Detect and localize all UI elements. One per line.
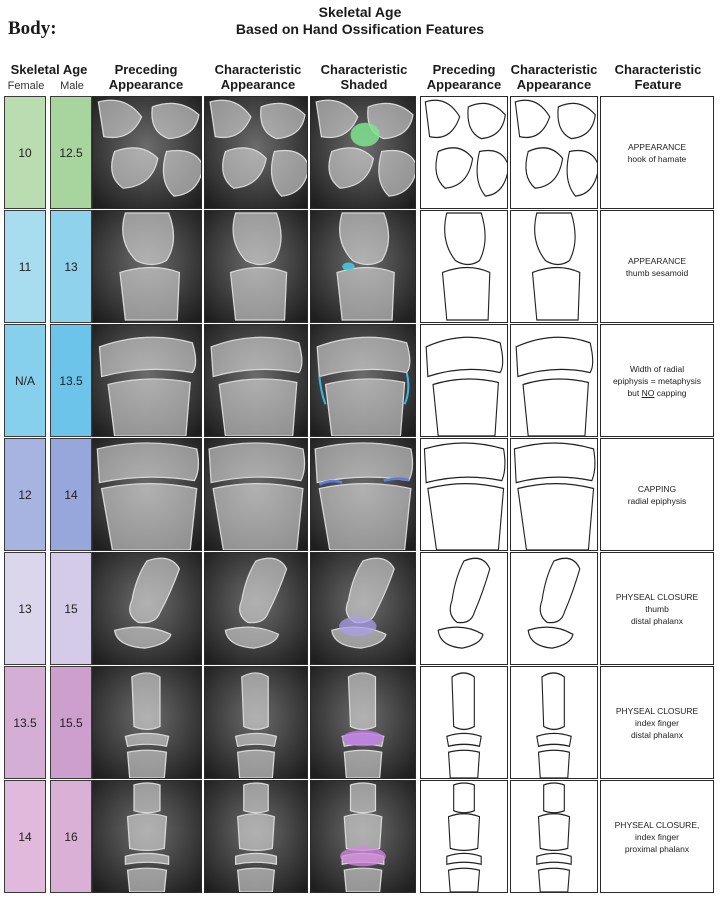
body-label: Body: — [8, 18, 57, 39]
xray-shaded-image — [310, 96, 416, 209]
feature-line-1: Width of radial — [629, 363, 685, 374]
drawing-preceding-image — [420, 666, 508, 779]
xray-shaded-image — [310, 210, 416, 323]
xray-shaded-image — [310, 438, 416, 551]
feature-line-2: radial epiphysis — [627, 495, 687, 506]
xray-characteristic-image — [204, 666, 308, 779]
drawing-characteristic-image — [510, 96, 598, 209]
xray-preceding-image — [92, 666, 202, 779]
feature-line-2: epiphysis = metaphysis — [612, 375, 702, 386]
female-age: 11 — [4, 210, 46, 323]
xray-characteristic-image — [204, 780, 308, 893]
drawing-characteristic-image — [510, 780, 598, 893]
drawing-characteristic-image — [510, 324, 598, 437]
xray-characteristic-image — [204, 210, 308, 323]
feature-line-2: thumb — [645, 603, 669, 614]
female-age: N/A — [4, 324, 46, 437]
feature-line-1: APPEARANCE — [627, 141, 687, 152]
male-age: 15 — [50, 552, 92, 665]
female-age: 13 — [4, 552, 46, 665]
drawing-preceding-image — [420, 438, 508, 551]
xray-preceding-image — [92, 438, 202, 551]
xray-characteristic-image — [204, 96, 308, 209]
female-age: 14 — [4, 780, 46, 893]
female-age: 13.5 — [4, 666, 46, 779]
drawing-preceding-image — [420, 96, 508, 209]
male-age: 16 — [50, 780, 92, 893]
drawing-characteristic-image — [510, 552, 598, 665]
drawing-characteristic-image — [510, 210, 598, 323]
feature-line-2: index finger — [635, 717, 679, 728]
female-header: Female — [7, 80, 45, 92]
xray-preceding-image — [92, 324, 202, 437]
drawing-preceding-image — [420, 780, 508, 893]
xray-preceding-image — [92, 96, 202, 209]
feature-line-1: PHYSEAL CLOSURE — [615, 591, 699, 602]
drawing-preceding-image — [420, 210, 508, 323]
feature-line-1: PHYSEAL CLOSURE — [615, 705, 699, 716]
xray-preceding-image — [92, 780, 202, 893]
feature-line-3: distal phalanx — [631, 729, 683, 740]
feature-line-2: hook of hamate — [627, 153, 687, 164]
xray-characteristic-image — [204, 552, 308, 665]
male-age: 15.5 — [50, 666, 92, 779]
male-age: 13 — [50, 210, 92, 323]
drawing-preceding-image — [420, 324, 508, 437]
male-age: 14 — [50, 438, 92, 551]
drawing-characteristic-image — [510, 666, 598, 779]
feature-line-1: APPEARANCE — [627, 255, 687, 266]
male-age: 12.5 — [50, 96, 92, 209]
page-title: Skeletal Age — [318, 4, 402, 20]
drawing-preceding-image — [420, 552, 508, 665]
female-age: 12 — [4, 438, 46, 551]
xray-shaded-image — [310, 552, 416, 665]
xray-preceding-image — [92, 552, 202, 665]
page-subtitle: Based on Hand Ossification Features — [235, 21, 485, 37]
feature-line-3: but NO capping — [627, 387, 687, 398]
xray-characteristic-image — [204, 438, 308, 551]
feature-line-3: distal phalanx — [631, 615, 683, 626]
feature-line-1: PHYSEAL CLOSURE, — [614, 819, 700, 830]
xray-shaded-image — [310, 780, 416, 893]
feature-line-3: proximal phalanx — [624, 843, 690, 854]
xray-shaded-image — [310, 324, 416, 437]
feature-line-2: thumb sesamoid — [625, 267, 689, 278]
female-age: 10 — [4, 96, 46, 209]
xray-characteristic-image — [204, 324, 308, 437]
xray-shaded-image — [310, 666, 416, 779]
xray-preceding-image — [92, 210, 202, 323]
drawing-characteristic-image — [510, 438, 598, 551]
male-age: 13.5 — [50, 324, 92, 437]
skeletal-age-header: Skeletal Age — [10, 62, 88, 77]
feature-line-2: index finger — [635, 831, 679, 842]
feature-line-1: CAPPING — [637, 483, 677, 494]
male-header: Male — [60, 80, 84, 92]
